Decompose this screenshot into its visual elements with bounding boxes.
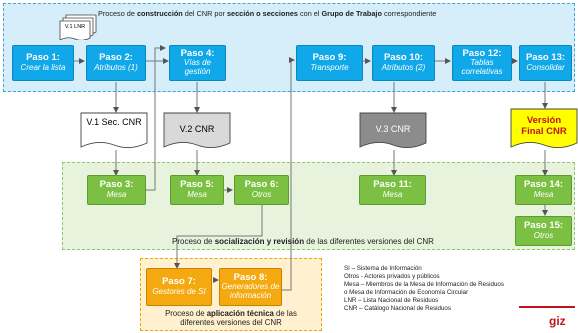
step-14[interactable]: Paso 14: Mesa xyxy=(515,175,572,205)
step-15-title: Paso 15: xyxy=(523,220,564,232)
step-8-sub: Generadores de información xyxy=(221,282,280,301)
step-6[interactable]: Paso 6: Otros xyxy=(234,175,289,205)
legend-item: CNR – Catálogo Nacional de Residuos xyxy=(344,305,451,313)
step-1-title: Paso 1: xyxy=(26,52,60,64)
step-4[interactable]: Paso 4: Vías de gestión xyxy=(169,45,226,81)
step-11-title: Paso 11: xyxy=(373,179,412,191)
step-2-title: Paso 2: xyxy=(99,52,133,64)
step-10-title: Paso 10: xyxy=(383,52,424,64)
step-11-sub: Mesa xyxy=(382,189,403,199)
construction-caption: Proceso de construcción del CNR por secc… xyxy=(98,9,437,18)
step-3-title: Paso 3: xyxy=(99,179,134,191)
step-1[interactable]: Paso 1: Crear la lista xyxy=(12,45,74,81)
step-3[interactable]: Paso 3: Mesa xyxy=(87,175,146,205)
step-4-title: Paso 4: xyxy=(180,47,215,59)
step-6-sub: Otros xyxy=(251,189,272,199)
step-12-title: Paso 12: xyxy=(462,47,502,59)
step-9-sub: Transporte xyxy=(310,62,349,72)
step-7-sub: Gestores de SI xyxy=(152,286,206,296)
legend-item: o Mesa de Información de Economía Circul… xyxy=(344,289,469,297)
application-caption: Proceso de aplicación técnica de las dif… xyxy=(165,309,297,328)
step-1-sub: Crear la lista xyxy=(20,62,66,72)
step-5-title: Paso 5: xyxy=(180,179,214,191)
doc-final-label: Versión Final CNR xyxy=(521,115,567,137)
doc-v1-sec-cnr: V.1 Sec. CNR xyxy=(80,112,148,152)
review-zone xyxy=(62,162,575,250)
step-13[interactable]: Paso 13: Consolidar xyxy=(519,45,572,81)
doc-v1-sec-label: V.1 Sec. CNR xyxy=(86,117,142,127)
step-9[interactable]: Paso 9: Transporte xyxy=(296,45,363,81)
step-8[interactable]: Paso 8: Generadores de información xyxy=(219,268,282,306)
step-3-sub: Mesa xyxy=(106,189,127,199)
step-7-title: Paso 7: xyxy=(162,276,196,288)
legend-item: LNR – Lista Nacional de Residuos xyxy=(344,297,439,305)
review-caption: Proceso de socialización y revisión de l… xyxy=(172,237,434,246)
step-10[interactable]: Paso 10: Atributos (2) xyxy=(372,45,435,81)
step-2-sub: Atributos (1) xyxy=(94,62,138,72)
step-2[interactable]: Paso 2: Atributos (1) xyxy=(86,45,146,81)
step-14-title: Paso 14: xyxy=(523,179,564,191)
step-6-title: Paso 6: xyxy=(244,179,279,191)
step-9-title: Paso 9: xyxy=(312,52,347,64)
logo-bar xyxy=(519,306,575,308)
legend: SI – Sistema de Información Otros - Acto… xyxy=(344,265,504,313)
step-15-sub: Otros xyxy=(533,230,554,240)
doc-final-cnr: Versión Final CNR xyxy=(510,108,578,152)
step-13-title: Paso 13: xyxy=(525,52,566,64)
step-5[interactable]: Paso 5: Mesa xyxy=(170,175,224,205)
step-7[interactable]: Paso 7: Gestores de SI xyxy=(146,268,212,306)
step-11[interactable]: Paso 11: Mesa xyxy=(359,175,426,205)
doc-v3-cnr: V.3 CNR xyxy=(359,112,427,152)
legend-item: Otros - Actores privados y públicos xyxy=(344,273,440,281)
doc-v1-lnr-label: V.1 LNR xyxy=(64,24,86,30)
legend-item: Mesa – Miembros de la Mesa de Informació… xyxy=(344,281,504,289)
doc-v1-lnr: V.1 LNR xyxy=(58,14,98,41)
step-13-sub: Consolidar xyxy=(526,62,565,72)
doc-v2-cnr: V.2 CNR xyxy=(163,112,231,152)
step-8-title: Paso 8: xyxy=(233,271,268,283)
step-12-sub: Tablas correlativas xyxy=(461,58,503,77)
step-14-sub: Mesa xyxy=(533,189,554,199)
step-10-sub: Atributos (2) xyxy=(381,62,426,72)
step-5-sub: Mesa xyxy=(187,189,207,199)
step-12[interactable]: Paso 12: Tablas correlativas xyxy=(452,45,512,81)
legend-item: SI – Sistema de Información xyxy=(344,265,422,272)
step-4-sub: Vías de gestión xyxy=(183,58,212,77)
step-15[interactable]: Paso 15: Otros xyxy=(515,216,572,246)
doc-v3-label: V.3 CNR xyxy=(375,124,411,134)
giz-logo: giz xyxy=(549,314,566,328)
doc-v2-label: V.2 CNR xyxy=(179,124,215,134)
